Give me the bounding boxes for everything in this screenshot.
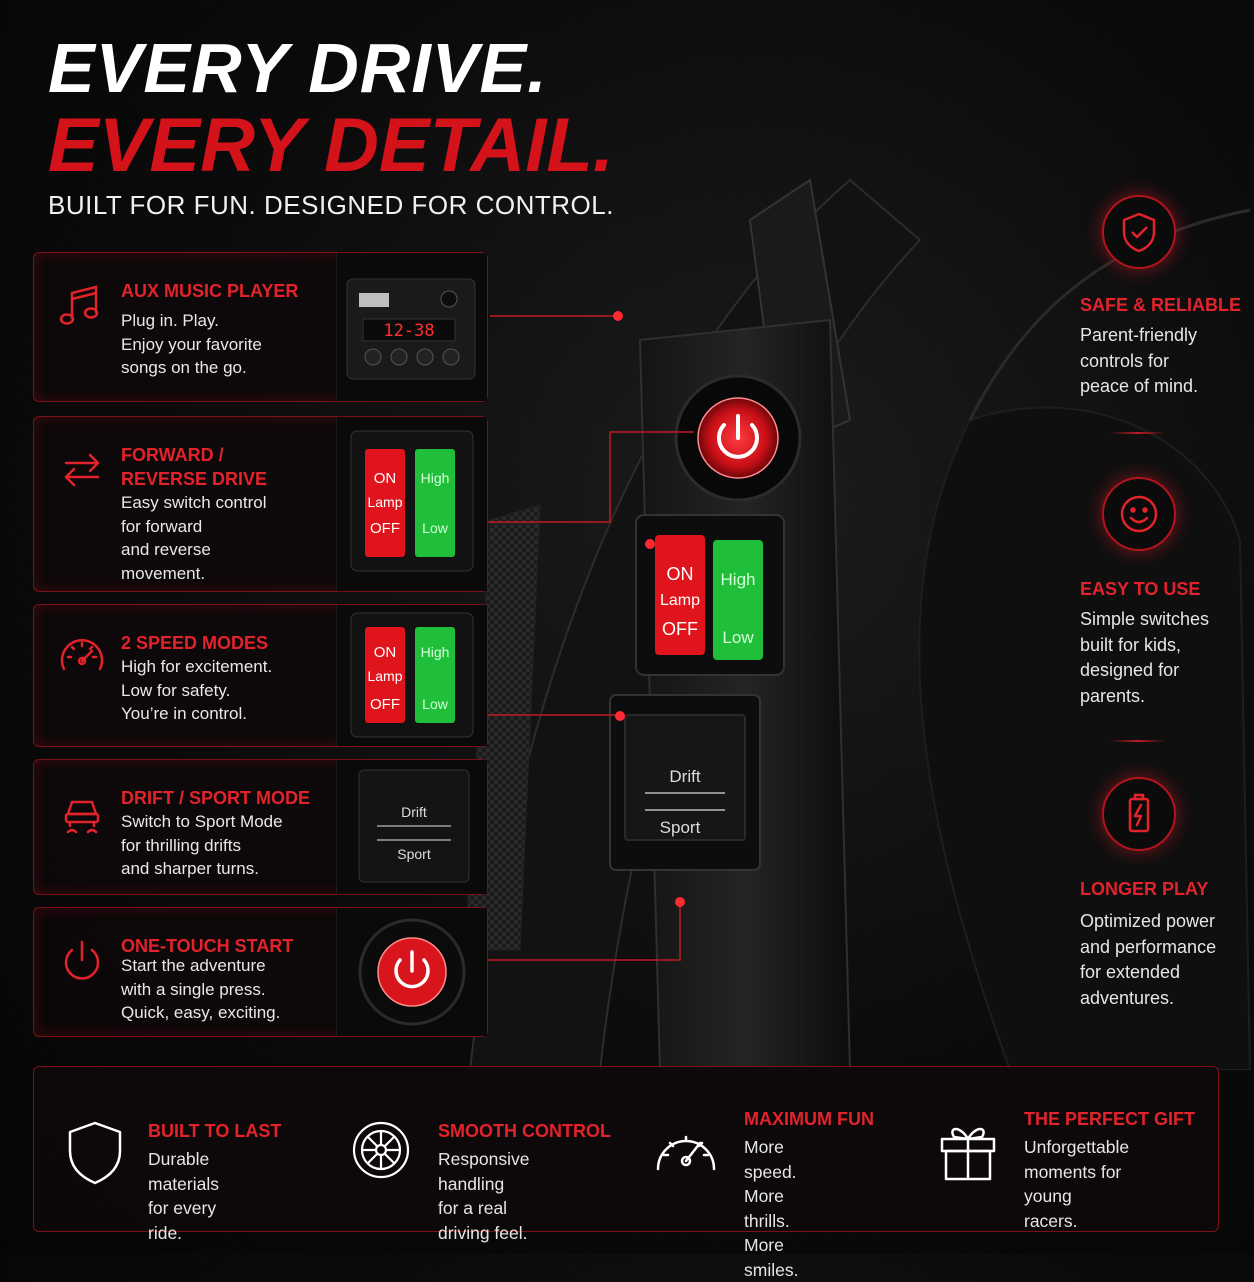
- power-icon: [56, 934, 108, 986]
- feature-title: ONE-TOUCH START: [121, 936, 294, 956]
- feature-text: High for excitement.Low for safety.You’r…: [121, 657, 273, 723]
- card-speed-on: ON: [374, 644, 397, 661]
- benefit-title: SAFE & RELIABLE: [1080, 295, 1242, 315]
- gift-icon: [936, 1117, 1000, 1183]
- feature-title: FORWARD /REVERSE DRIVE: [121, 445, 268, 489]
- bottom-title: THE PERFECT GIFT: [1024, 1109, 1195, 1129]
- card-speed-lamp: Lamp: [367, 668, 402, 684]
- lamp-switch-photo: ON Lamp OFF High Low: [336, 417, 487, 591]
- scene-switch-off: OFF: [662, 619, 698, 639]
- feature-card-speed-modes: 2 SPEED MODES High for excitement.Low fo…: [33, 604, 488, 747]
- shield-icon: [62, 1117, 128, 1187]
- divider: [1110, 432, 1166, 434]
- card-speed-low: Low: [422, 696, 449, 712]
- speed-switch-photo: ON Lamp OFF High Low: [336, 605, 487, 746]
- card-speed-off: OFF: [370, 696, 400, 713]
- bottom-features-bar: BUILT TO LAST Durable materials for ever…: [33, 1066, 1219, 1280]
- gauge-icon: [652, 1121, 720, 1177]
- bottom-text: Responsive handling for a real driving f…: [438, 1149, 530, 1243]
- card-switch-high: High: [421, 470, 450, 486]
- benefit-text: Simple switches built for kids, designed…: [1080, 609, 1210, 706]
- bottom-title: SMOOTH CONTROL: [438, 1121, 611, 1141]
- benefit-title: LONGER PLAY: [1080, 879, 1209, 899]
- divider: [1110, 740, 1166, 742]
- scene-switch-lamp: Lamp: [660, 592, 700, 609]
- device-scene: ON Lamp OFF High Low Drift Sport: [450, 120, 1254, 1070]
- feature-card-forward-reverse: FORWARD /REVERSE DRIVE Easy switch contr…: [33, 416, 488, 592]
- headline-line-2: EVERY DETAIL.: [48, 103, 614, 188]
- bottom-text: Unforgettable moments for young racers.: [1024, 1137, 1130, 1231]
- scene-sport: Sport: [660, 818, 701, 837]
- bottom-text: More speed. More thrills. More smiles.: [744, 1137, 799, 1280]
- feature-title: AUX MUSIC PLAYER: [121, 281, 299, 301]
- wheel-icon: [350, 1119, 412, 1181]
- card-switch-off: OFF: [370, 520, 400, 537]
- headline-line-1: EVERY DRIVE.: [48, 29, 548, 107]
- smiley-icon: [1102, 477, 1176, 551]
- card-sport: Sport: [397, 846, 431, 862]
- drift-car-icon: [56, 786, 108, 838]
- bottom-title: BUILT TO LAST: [148, 1121, 282, 1141]
- speedometer-icon: [56, 631, 108, 683]
- card-switch-on: ON: [374, 470, 397, 487]
- card-drift: Drift: [401, 804, 427, 820]
- scene-drift: Drift: [669, 767, 700, 786]
- scene-switch-low: Low: [722, 628, 754, 647]
- scene-switch-on: ON: [667, 564, 694, 584]
- bottom-title: MAXIMUM FUN: [744, 1109, 874, 1129]
- tagline: BUILT FOR FUN. DESIGNED FOR CONTROL.: [48, 190, 614, 220]
- benefit-text: Optimized power and performance for exte…: [1080, 911, 1217, 1008]
- scene-switch-high: High: [721, 570, 756, 589]
- card-switch-low: Low: [422, 520, 449, 536]
- feature-title: DRIFT / SPORT MODE: [121, 788, 310, 808]
- shield-check-icon: [1102, 195, 1176, 269]
- card-speed-high: High: [421, 644, 450, 660]
- benefit-text: Parent-friendly controls for peace of mi…: [1080, 325, 1199, 396]
- music-note-icon: [56, 279, 108, 331]
- power-button-photo: [336, 908, 487, 1036]
- swap-arrows-icon: [56, 443, 108, 495]
- card-switch-lamp: Lamp: [367, 494, 402, 510]
- aux-display: 12-38: [383, 321, 434, 341]
- feature-title: 2 SPEED MODES: [121, 633, 269, 653]
- aux-player-photo: 12-38: [336, 253, 487, 401]
- bottom-text: Durable materials for every ride.: [148, 1149, 219, 1243]
- battery-icon: [1102, 777, 1176, 851]
- feature-card-aux: AUX MUSIC PLAYER Plug in. Play.Enjoy you…: [33, 252, 488, 402]
- drift-switch-photo: Drift Sport: [336, 760, 487, 894]
- benefit-title: EASY TO USE: [1080, 579, 1201, 599]
